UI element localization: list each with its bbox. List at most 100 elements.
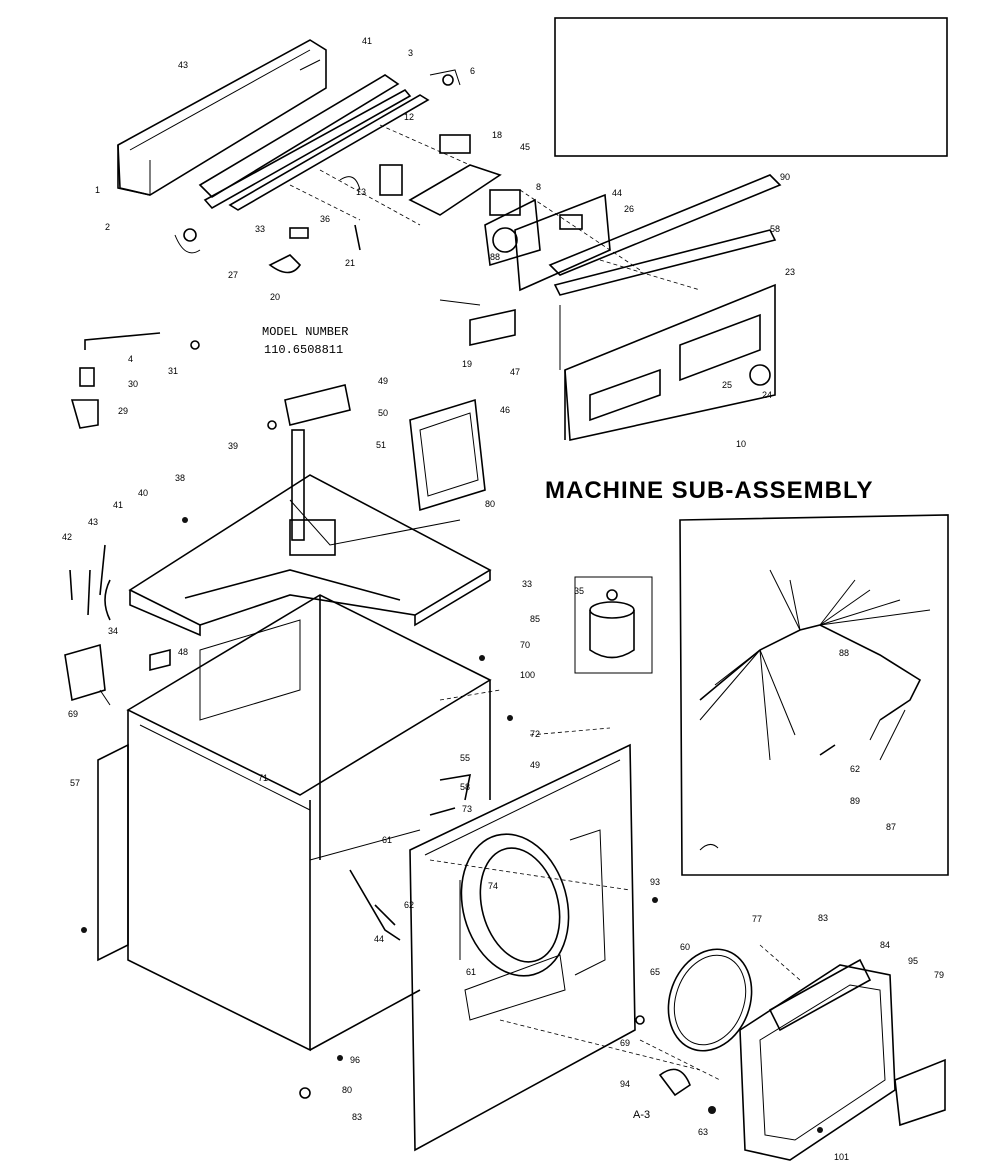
- leader-lines-top: [289, 124, 701, 291]
- left-small-parts: [64, 544, 171, 706]
- callout-number: 77: [752, 914, 762, 924]
- callout-number: 72: [530, 729, 540, 739]
- callout-number: 26: [624, 204, 634, 214]
- callout-number: 49: [378, 376, 388, 386]
- callout-number: 80: [342, 1085, 352, 1095]
- callout-number: 40: [138, 488, 148, 498]
- callout-number: 1: [95, 185, 100, 195]
- callout-number: 36: [320, 214, 330, 224]
- callout-number: 57: [70, 778, 80, 788]
- sub-assembly-label: A-3: [633, 1109, 650, 1121]
- callout-number: 62: [404, 900, 414, 910]
- control-panel-housing: [548, 174, 782, 441]
- wiring-harness-inset: [679, 514, 949, 876]
- leader-lines-lower: [429, 689, 801, 1081]
- callout-number: 61: [466, 967, 476, 977]
- callout-number: 4: [128, 354, 133, 364]
- callout-number: 13: [356, 187, 366, 197]
- callout-number: 43: [178, 60, 188, 70]
- console-back-panel: [117, 39, 327, 196]
- lid-switch: [267, 384, 351, 541]
- callout-number: 94: [620, 1079, 630, 1089]
- callout-number: 12: [404, 112, 414, 122]
- callout-number: 29: [118, 406, 128, 416]
- callout-number: 55: [460, 753, 470, 763]
- model-number: 110.6508811: [264, 343, 343, 357]
- callout-number: 42: [62, 532, 72, 542]
- lid-window-frame: [409, 398, 486, 512]
- callout-number: 73: [462, 804, 472, 814]
- callout-number: 63: [698, 1127, 708, 1137]
- front-panel: [409, 743, 636, 1152]
- callout-number: 3: [408, 48, 413, 58]
- pump-motor: [574, 576, 653, 674]
- callout-number: 65: [650, 967, 660, 977]
- callout-number: 95: [908, 956, 918, 966]
- callout-number: 35: [574, 586, 584, 596]
- callout-number: 45: [520, 142, 530, 152]
- callout-number: 34: [108, 626, 118, 636]
- callout-number: 96: [350, 1055, 360, 1065]
- callout-number: 49: [530, 760, 540, 770]
- top-cover: [128, 474, 492, 637]
- callout-number: 27: [228, 270, 238, 280]
- door-gasket: [667, 948, 753, 1052]
- callout-number: 71: [258, 773, 268, 783]
- callout-number: 6: [470, 66, 475, 76]
- callout-number: 20: [270, 292, 280, 302]
- callout-number: 25: [722, 380, 732, 390]
- callout-number: 24: [762, 390, 772, 400]
- callout-number: 50: [378, 408, 388, 418]
- callout-number: 47: [510, 367, 520, 377]
- diagram-title: MACHINE SUB-ASSEMBLY: [545, 477, 873, 504]
- callout-number: 44: [612, 188, 622, 198]
- callout-number: 93: [650, 877, 660, 887]
- callout-number: 60: [680, 942, 690, 952]
- callout-number: 62: [850, 764, 860, 774]
- callout-number: 70: [520, 640, 530, 650]
- callout-number: 84: [880, 940, 890, 950]
- blank-info-box: [554, 17, 948, 157]
- model-label: MODEL NUMBER: [262, 325, 348, 339]
- callout-number: 39: [228, 441, 238, 451]
- callout-number: 41: [113, 500, 123, 510]
- callout-number: 85: [530, 614, 540, 624]
- fasteners: [81, 517, 823, 1133]
- callout-number: 100: [520, 670, 535, 680]
- callout-number: 88: [490, 252, 500, 262]
- callout-number: 88: [839, 648, 849, 658]
- callout-number: 51: [376, 440, 386, 450]
- callout-number: 30: [128, 379, 138, 389]
- callout-number: 46: [500, 405, 510, 415]
- console-rail: [228, 94, 430, 211]
- wire-clip: [439, 299, 516, 346]
- console-bracket: [198, 74, 412, 210]
- callout-numbers: 4341361218458449012132627203336218858234…: [62, 36, 944, 1162]
- callout-number: 2: [105, 222, 110, 232]
- callout-number: 74: [488, 881, 498, 891]
- cabinet: [97, 594, 492, 1052]
- callout-number: 23: [785, 267, 795, 277]
- callout-number: 69: [68, 709, 78, 719]
- callout-number: 43: [88, 517, 98, 527]
- callout-number: 19: [462, 359, 472, 369]
- callout-number: 80: [485, 499, 495, 509]
- callout-number: 38: [175, 473, 185, 483]
- callout-number: 89: [850, 796, 860, 806]
- door-assembly: [658, 958, 946, 1161]
- callout-number: 83: [818, 913, 828, 923]
- callout-number: 48: [178, 647, 188, 657]
- callout-number: 44: [374, 934, 384, 944]
- hose-and-parts-left: [70, 332, 200, 429]
- callout-number: 33: [522, 579, 532, 589]
- callout-number: 33: [255, 224, 265, 234]
- callout-number: 83: [352, 1112, 362, 1122]
- callout-number: 79: [934, 970, 944, 980]
- callout-number: 41: [362, 36, 372, 46]
- callout-number: 69: [620, 1038, 630, 1048]
- callout-number: 18: [492, 130, 502, 140]
- callout-number: 58: [770, 224, 780, 234]
- callout-number: 101: [834, 1152, 849, 1162]
- callout-number: 8: [536, 182, 541, 192]
